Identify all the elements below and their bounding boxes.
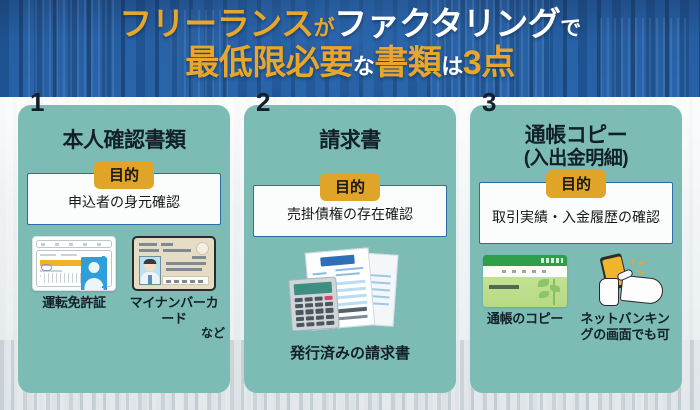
icon-cell: 運転免許証 bbox=[27, 235, 121, 311]
title-particle-de: で bbox=[560, 17, 581, 40]
etc-note: など bbox=[200, 326, 225, 341]
card-title-sub: (入出金明細) bbox=[523, 147, 629, 169]
header-glow bbox=[120, 0, 580, 97]
purpose-text: 売掛債権の存在確認 bbox=[253, 184, 447, 237]
purpose-section: 目的 申込者の身元確認 bbox=[27, 160, 221, 225]
card-number: 2 bbox=[256, 87, 271, 117]
icon-cell: 通帳のコピー bbox=[479, 255, 571, 327]
purpose-section: 目的 取引実績・入金履歴の確認 bbox=[479, 170, 673, 245]
card-title: 通帳コピー (入出金明細) bbox=[479, 124, 673, 169]
purpose-badge: 目的 bbox=[319, 172, 381, 201]
purpose-section: 目的 売掛債権の存在確認 bbox=[253, 172, 447, 237]
title-particle-na: な bbox=[352, 53, 375, 79]
icon-cell: 発行済みの請求書 bbox=[285, 247, 415, 363]
bank-passbook-icon bbox=[483, 255, 567, 308]
title-minimum-required: 最低限必要 bbox=[185, 43, 353, 82]
icon-cell: マイナンバーカード など bbox=[127, 235, 225, 340]
card-title-main: 通帳コピー bbox=[524, 124, 628, 147]
net-banking-phone-icon bbox=[577, 253, 673, 307]
mynumber-card-icon bbox=[132, 235, 216, 291]
purpose-badge: 目的 bbox=[545, 170, 607, 199]
document-card-1: 1 本人確認書類 目的 申込者の身元確認 bbox=[18, 89, 230, 393]
title-factoring: ファクタリング bbox=[334, 5, 561, 42]
document-card-3: 3 通帳コピー (入出金明細) 目的 取引実績・入金履歴の確認 bbox=[470, 89, 682, 393]
card-title: 請求書 bbox=[319, 129, 381, 152]
title-freelance: フリーランス bbox=[119, 5, 314, 42]
invoice-calculator-icon bbox=[288, 247, 410, 334]
purpose-badge: 目的 bbox=[93, 160, 155, 189]
skyscraper-icon bbox=[430, 0, 550, 97]
skyscraper-icon bbox=[28, 0, 114, 97]
card-number: 1 bbox=[30, 87, 45, 117]
icon-caption: ネットバンキングの画面でも可 bbox=[580, 311, 670, 343]
title-three-items: 3点 bbox=[462, 43, 515, 82]
title-documents: 書類 bbox=[374, 43, 442, 82]
title-particle-ga: が bbox=[313, 17, 335, 40]
card-title: 本人確認書類 bbox=[62, 129, 187, 152]
card-number: 3 bbox=[482, 87, 497, 117]
icon-caption: 発行済みの請求書 bbox=[289, 344, 410, 362]
drivers-license-icon bbox=[32, 235, 116, 291]
icon-row: 発行済みの請求書 bbox=[253, 247, 447, 363]
document-card-2: 2 請求書 目的 売掛債権の存在確認 bbox=[244, 89, 456, 393]
page-title: フリーランスがファクタリングで 最低限必要な書類は3点 bbox=[0, 6, 700, 81]
icon-cell: ネットバンキングの画面でも可 bbox=[577, 253, 673, 343]
icon-caption: 運転免許証 bbox=[42, 294, 106, 310]
title-particle-wa: は bbox=[441, 53, 463, 79]
skyscraper-icon bbox=[170, 10, 232, 97]
skyscraper-icon bbox=[600, 18, 690, 97]
icon-caption: 通帳のコピー bbox=[486, 311, 564, 327]
icon-row: 運転免許証 bbox=[27, 235, 225, 340]
header-banner bbox=[0, 0, 700, 97]
icon-caption: マイナンバーカード bbox=[129, 294, 219, 326]
cards-row: 1 本人確認書類 目的 申込者の身元確認 bbox=[0, 89, 700, 395]
icon-row: 通帳のコピー ネットバンキングの画面でも可 bbox=[479, 253, 673, 343]
